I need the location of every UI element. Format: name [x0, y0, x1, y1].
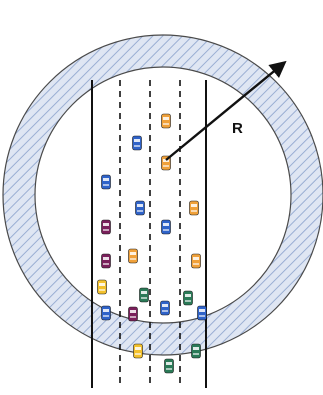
car-icon: [97, 279, 107, 295]
car-icon: [128, 248, 138, 264]
car-icon: [101, 253, 111, 269]
car-icon: [183, 290, 193, 306]
car-icon: [101, 174, 111, 190]
car-icon: [191, 343, 201, 359]
car-icon: [161, 219, 171, 235]
radius-arrow: [165, 60, 287, 161]
radius-label: R: [232, 120, 243, 137]
car-icon: [191, 253, 201, 269]
car-icon: [128, 306, 138, 322]
car-icon: [101, 305, 111, 321]
coverage-ring: [2, 34, 323, 356]
car-icon: [139, 287, 149, 303]
car-icon: [101, 219, 111, 235]
car-icon: [197, 305, 207, 321]
car-icon: [189, 200, 199, 216]
car-icon: [161, 113, 171, 129]
car-icon: [132, 135, 142, 151]
car-icon: [135, 200, 145, 216]
car-icon: [164, 358, 174, 374]
car-icon: [160, 300, 170, 316]
car-icon: [133, 343, 143, 359]
